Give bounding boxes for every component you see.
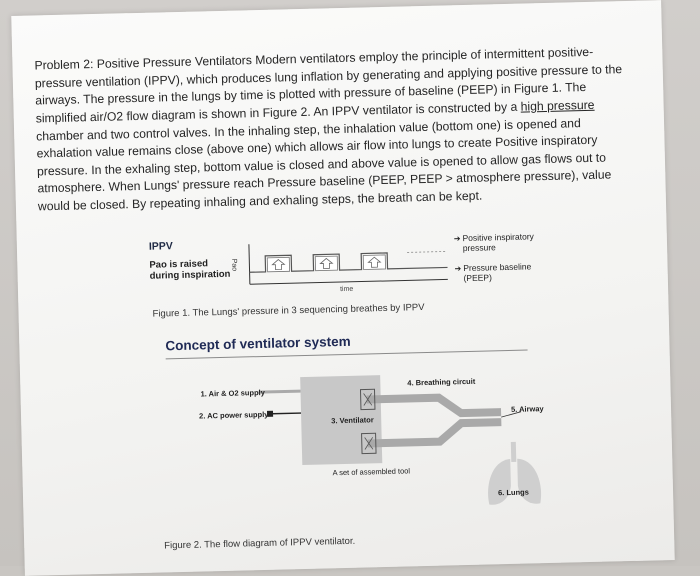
inhalation-valve-icon (361, 432, 377, 455)
problem-lead: Problem 2: Positive Pressure Ventilators… (34, 45, 623, 126)
paper-sheet: Problem 2: Positive Pressure Ventilators… (11, 0, 675, 576)
figure-1-caption: Figure 1. The Lungs' pressure in 3 seque… (152, 302, 425, 320)
airway-label: 5. Airway (510, 404, 544, 414)
pip-guide (407, 251, 448, 253)
air-o2-supply-label: 1. Air & O2 supply (200, 387, 265, 399)
pao-raised-label: Pao is raised during inspiration (149, 258, 231, 282)
flow-diagram (258, 375, 542, 505)
pao-axis-label: Pao (230, 258, 238, 272)
breath-2 (314, 255, 338, 272)
x-axis-line (249, 278, 448, 285)
pip-text: Positive inspiratory pressure (462, 231, 534, 254)
inspiratory-tube (367, 418, 502, 448)
figure-2: 1. Air & O2 supply 2. AC power supply 3.… (170, 363, 554, 522)
pao-trace (249, 252, 448, 273)
problem-statement: Problem 2: Positive Pressure Ventilators… (34, 43, 638, 216)
ac-power-label: 2. AC power supply (198, 409, 269, 421)
lungs-label: 6. Lungs (497, 487, 529, 498)
lungs-icon (488, 441, 542, 505)
inflation-arrow-icon (319, 257, 334, 269)
inflation-arrow-icon (271, 259, 286, 271)
problem-underlined: high pressure (520, 97, 595, 114)
breath-1 (266, 256, 290, 273)
air-supply-line (258, 389, 301, 394)
inflation-arrow-icon (367, 256, 382, 268)
right-arrow-icon: ➔ (453, 234, 461, 244)
concept-title: Concept of ventilator system (165, 333, 351, 354)
airway-pointer (501, 411, 522, 418)
assembled-tool-label: A set of assembled tool (332, 466, 411, 478)
right-arrow-icon: ➔ (454, 264, 462, 274)
ippv-title: IPPV (148, 240, 174, 253)
peep-text: Pressure baseline (PEEP) (463, 261, 532, 284)
pressure-waveform (248, 244, 448, 285)
expiratory-tube (366, 393, 502, 418)
breathing-circuit-label: 4. Breathing circuit (407, 376, 476, 388)
plug-icon (266, 410, 274, 417)
exhalation-valve-icon (359, 388, 376, 411)
problem-rest: chamber and two control valves. In the i… (36, 115, 612, 214)
figure-1: IPPV Pao is raised during inspiration Pa… (149, 231, 560, 297)
figure-2-caption: Figure 2. The flow diagram of IPPV venti… (164, 535, 356, 552)
peep-label: ➔Pressure baseline (PEEP) (454, 261, 543, 283)
breath-3 (362, 254, 386, 270)
ventilator-label: 3. Ventilator (331, 415, 374, 426)
pip-label: ➔Positive inspiratory pressure (454, 231, 543, 253)
y-axis-line (248, 244, 251, 285)
time-axis-label: time (339, 285, 354, 294)
